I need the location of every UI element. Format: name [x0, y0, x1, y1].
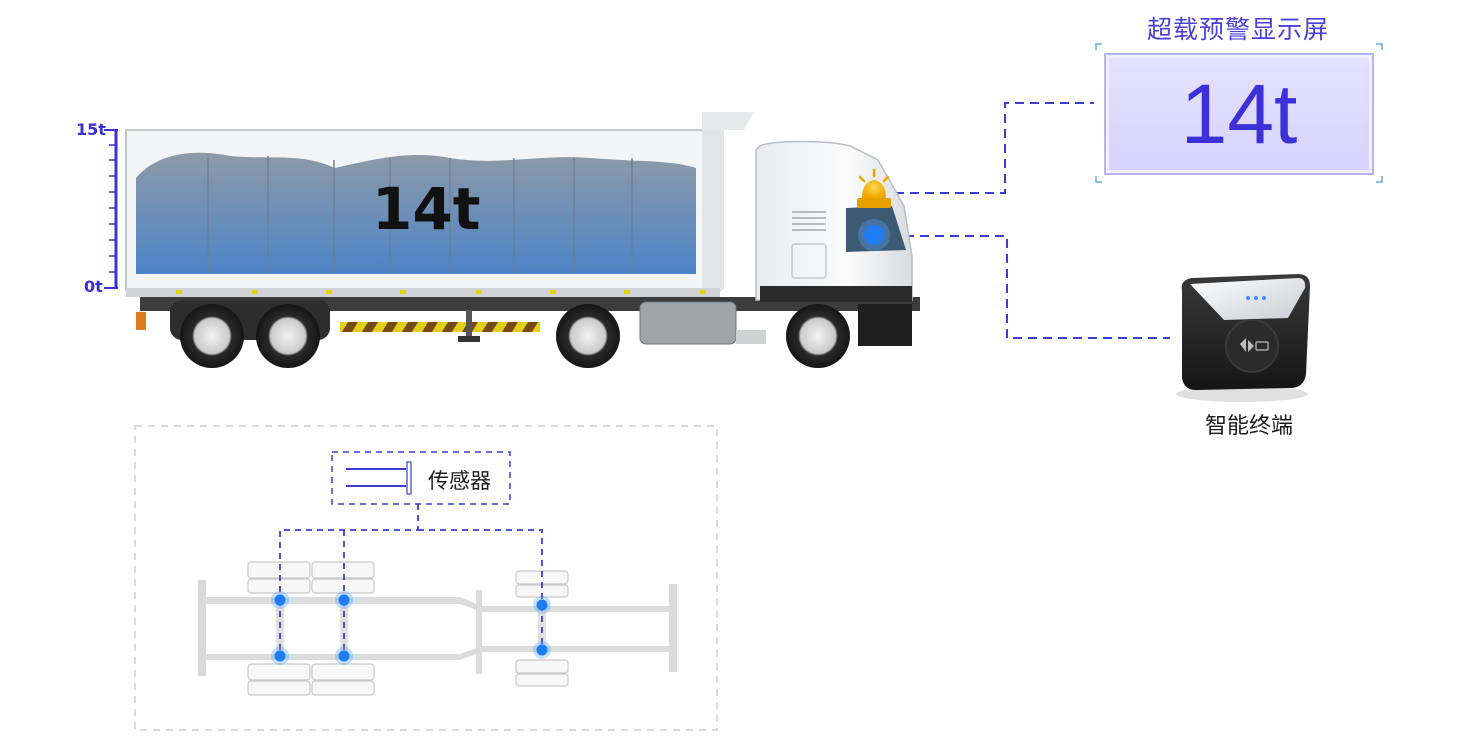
- connector-lines: [895, 102, 1170, 339]
- cab-sensor-node: [858, 219, 890, 251]
- smart-terminal-device: [1176, 274, 1310, 402]
- chassis-panel-border: [134, 425, 718, 731]
- chassis-connectors: [279, 504, 543, 656]
- truck-wheels: [180, 304, 850, 368]
- trailer-headboard: [702, 112, 754, 130]
- load-gauge-axis: [104, 129, 118, 289]
- connector-sensor-to-terminal: [905, 235, 1170, 339]
- trailer-lights: [176, 290, 706, 294]
- cab-grille: [792, 211, 826, 231]
- trailer-ribs: [207, 156, 633, 274]
- sensor-legend-box: [331, 451, 511, 505]
- terminal-label: 智能终端: [1205, 414, 1294, 439]
- chassis-frame: [198, 580, 677, 676]
- display-value: 14t: [1180, 67, 1298, 161]
- gauge-max-label: 15t: [76, 120, 106, 139]
- chassis-tires: [247, 561, 569, 696]
- cargo-load-label: 14t: [372, 175, 481, 243]
- connector-alarm-to-display: [895, 102, 1094, 194]
- side-guard: [340, 322, 540, 332]
- chassis-sensor-nodes: [271, 591, 551, 665]
- gauge-min-label: 0t: [84, 277, 103, 296]
- alarm-light-icon: [857, 168, 891, 208]
- truck: [125, 112, 920, 368]
- display-frame-corners: [1095, 43, 1383, 183]
- device-status-leds: [1246, 296, 1266, 300]
- overload-display-screen: 14t: [1104, 53, 1374, 175]
- cargo-fill: [136, 152, 696, 274]
- sensor-legend-icon: [346, 461, 412, 495]
- sensor-label: 传感器: [428, 469, 491, 493]
- display-title: 超载预警显示屏: [1146, 15, 1329, 44]
